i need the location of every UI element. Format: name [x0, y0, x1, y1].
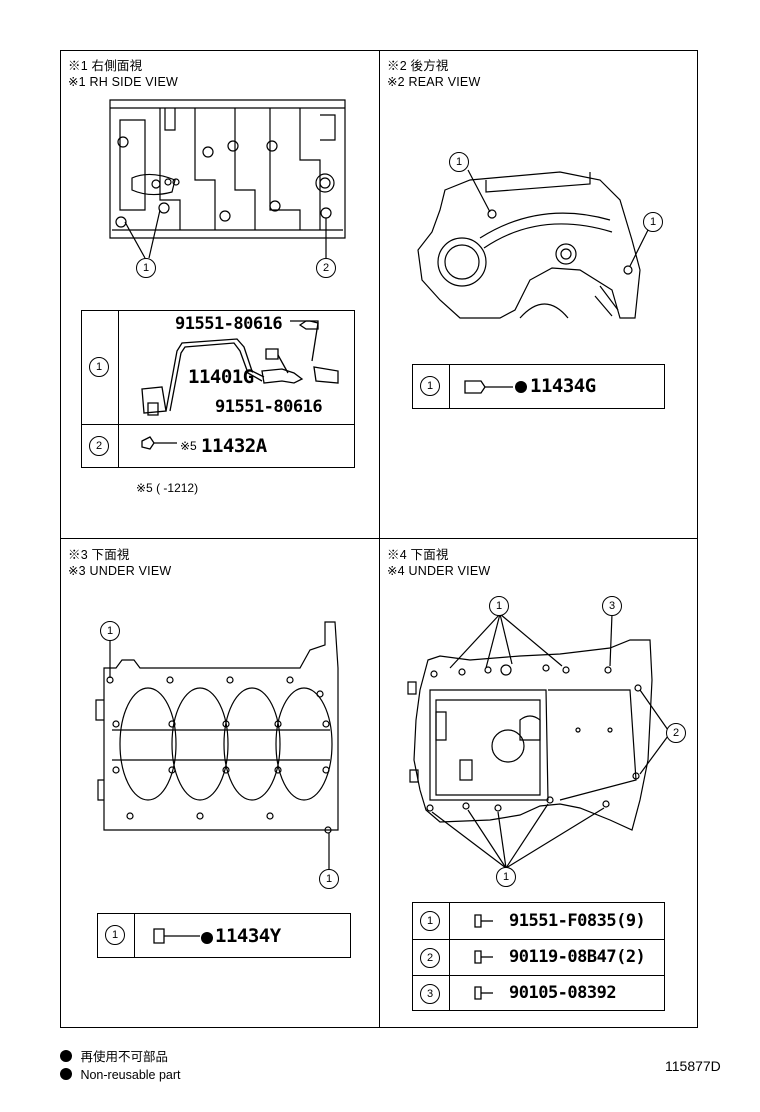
- bolt-drawings: [474, 914, 493, 1000]
- sensor-drawing: [141, 320, 339, 450]
- panel-title-en: ※3 UNDER VIEW: [68, 564, 172, 578]
- part-number-bolt-2: 90119-08B47(2): [509, 947, 646, 967]
- table-row-divider: [413, 975, 664, 976]
- panel-rear-title: ※2 後方視 ※2 REAR VIEW: [387, 58, 480, 90]
- vertical-divider: [379, 50, 380, 1028]
- callout-1: 1: [136, 258, 156, 278]
- rh-side-parts-table: 1 2 91551-80616 11401G 91551-80616 ※5 11…: [81, 310, 355, 468]
- pin-drawing: [464, 380, 513, 394]
- part-number-sensor: 11401G: [188, 366, 254, 388]
- panel-title-en: ※4 UNDER VIEW: [387, 564, 491, 578]
- panel-title-en: ※2 REAR VIEW: [387, 75, 481, 89]
- under4-parts-table: 1 2 3 91551-F0835(9) 90119-08B47(2) 9010…: [412, 902, 665, 1011]
- rear-parts-table: 1 11434G: [412, 364, 665, 409]
- callout-1: 1: [100, 621, 120, 641]
- part-number-plug: 11432A: [201, 435, 267, 457]
- dowel-pin-drawing: [153, 928, 200, 944]
- table-column-divider: [134, 914, 135, 957]
- note-mark: ※5: [180, 439, 197, 453]
- legend-text-en: Non-reusable part: [80, 1068, 181, 1082]
- panel-under3-title: ※3 下面視 ※3 UNDER VIEW: [68, 547, 171, 579]
- table-column-divider: [449, 365, 450, 408]
- non-reusable-dot-icon: [60, 1050, 72, 1062]
- legend-row-jp: 再使用不可部品: [60, 1046, 181, 1066]
- legend-text-jp: 再使用不可部品: [80, 1050, 168, 1064]
- panel-title-jp: ※1 右側面視: [68, 59, 143, 73]
- under3-parts-table: 1 11434Y: [97, 913, 351, 958]
- footnote-5: ※5 ( -1212): [136, 481, 199, 495]
- non-reusable-dot-icon: [201, 930, 213, 948]
- row-index-1: 1: [420, 911, 440, 931]
- callout-1: 1: [496, 867, 516, 887]
- panel-title-en: ※1 RH SIDE VIEW: [68, 75, 179, 89]
- row-index-1: 1: [89, 357, 109, 377]
- callout-1: 1: [489, 596, 509, 616]
- non-reusable-dot-icon: [515, 379, 527, 397]
- callout-3: 3: [602, 596, 622, 616]
- row-index-1: 1: [420, 376, 440, 396]
- part-number-bolt-1: 91551-F0835(9): [509, 911, 646, 931]
- part-number-dowel: 11434Y: [215, 925, 281, 947]
- row-index-3: 3: [420, 984, 440, 1004]
- table-row-divider: [413, 939, 664, 940]
- part-number-bolt-3: 90105-08392: [509, 983, 617, 1003]
- table-row-divider: [82, 424, 354, 425]
- panel-title-jp: ※4 下面視: [387, 548, 449, 562]
- legend-row-en: Non-reusable part: [60, 1066, 181, 1086]
- part-number-bolt-bottom: 91551-80616: [215, 397, 323, 417]
- row-index-2: 2: [89, 436, 109, 456]
- panel-title-jp: ※2 後方視: [387, 59, 449, 73]
- panel-title-jp: ※3 下面視: [68, 548, 130, 562]
- callout-1: 1: [449, 152, 469, 172]
- figure-id: 115877D: [665, 1058, 721, 1074]
- callout-1: 1: [643, 212, 663, 232]
- callout-2: 2: [666, 723, 686, 743]
- horizontal-divider: [60, 538, 698, 539]
- row-index-1: 1: [105, 925, 125, 945]
- part-number-pin: 11434G: [530, 375, 596, 397]
- panel-rh-side-title: ※1 右側面視 ※1 RH SIDE VIEW: [68, 58, 178, 90]
- callout-1: 1: [319, 869, 339, 889]
- legend: 再使用不可部品 Non-reusable part: [60, 1046, 181, 1086]
- part-number-bolt-top: 91551-80616: [175, 314, 283, 334]
- panel-under4-title: ※4 下面視 ※4 UNDER VIEW: [387, 547, 490, 579]
- row-index-2: 2: [420, 948, 440, 968]
- table-column-divider: [118, 311, 119, 467]
- callout-2: 2: [316, 258, 336, 278]
- non-reusable-dot-icon: [60, 1068, 72, 1080]
- table-column-divider: [449, 903, 450, 1010]
